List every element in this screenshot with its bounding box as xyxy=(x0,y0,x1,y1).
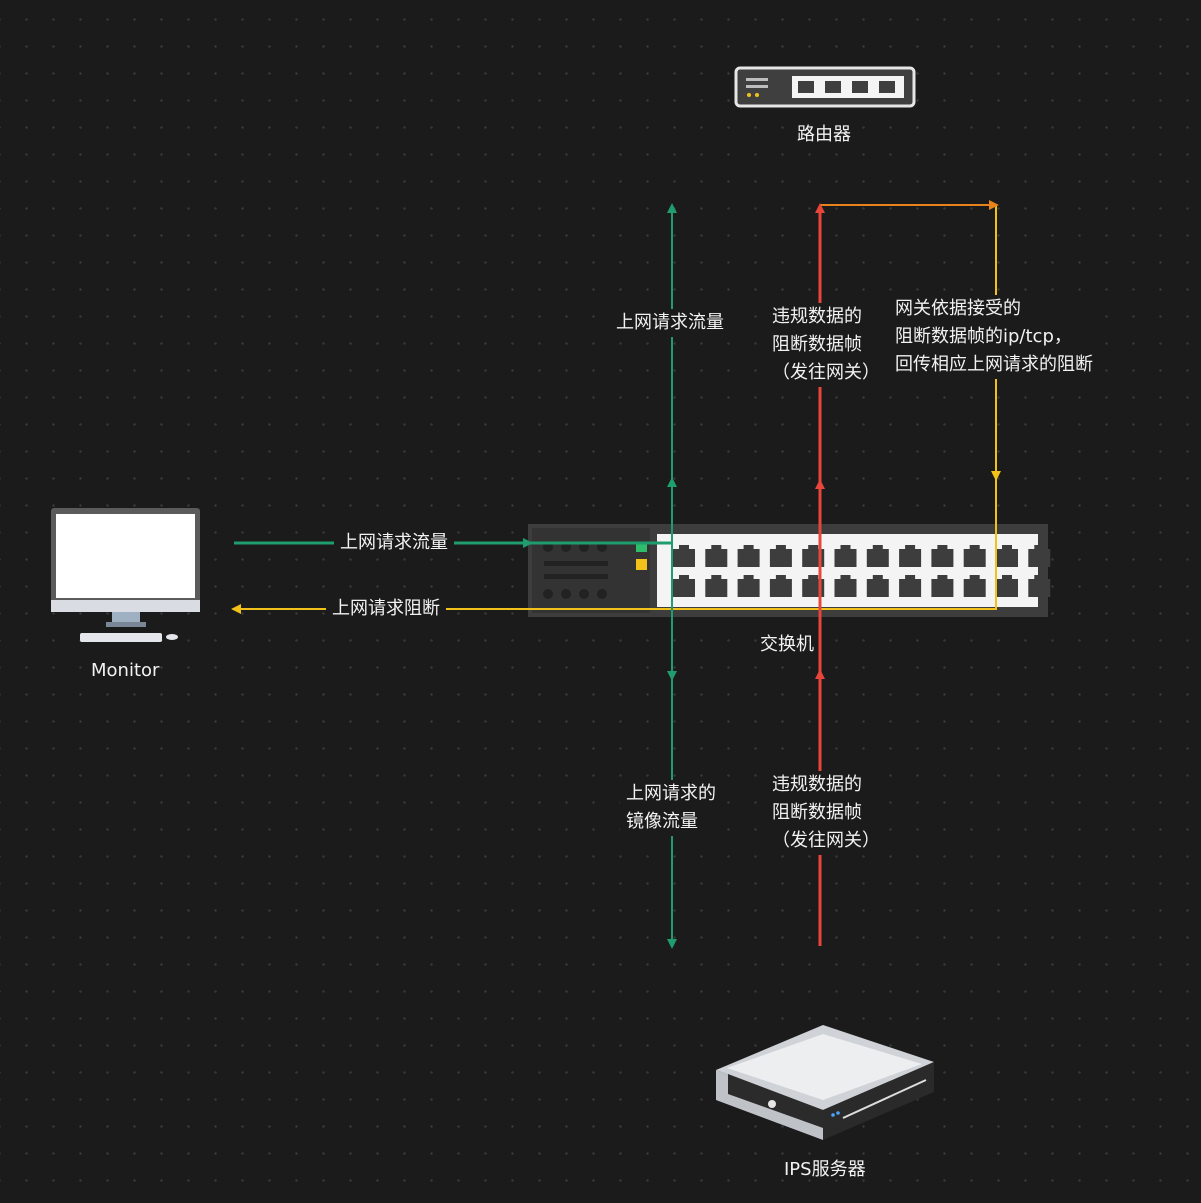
pc-block-label: 上网请求阻断 xyxy=(326,595,446,623)
violation-bottom-label: 违规数据的 阻断数据帧 （发往网关） xyxy=(766,771,886,855)
switch-label: 交换机 xyxy=(760,634,814,655)
switch-port xyxy=(1028,575,1051,597)
switch-port xyxy=(769,575,792,597)
mirror-label: 上网请求的 镜像流量 xyxy=(620,780,722,836)
switch-port xyxy=(737,575,760,597)
switch-port xyxy=(963,575,986,597)
ips-server-icon xyxy=(716,1025,934,1140)
switch-port xyxy=(673,545,695,567)
switch-icon xyxy=(528,524,1051,617)
switch-port xyxy=(834,575,857,597)
switch-port xyxy=(931,575,954,597)
switch-port xyxy=(996,545,1018,567)
switch-port xyxy=(673,575,695,597)
monitor-label: Monitor xyxy=(91,660,160,681)
switch-port xyxy=(769,545,792,567)
switch-port xyxy=(899,545,922,567)
switch-port xyxy=(1028,545,1051,567)
switch-port xyxy=(737,545,760,567)
switch-port xyxy=(705,545,728,567)
switch-port xyxy=(931,545,954,567)
ips-server-label: IPS服务器 xyxy=(784,1159,866,1180)
monitor-icon xyxy=(51,508,200,642)
switch-port xyxy=(963,545,986,567)
switch-port xyxy=(834,545,857,567)
pc-request-label: 上网请求流量 xyxy=(334,529,454,557)
router-label: 路由器 xyxy=(797,124,851,145)
switch-port xyxy=(705,575,728,597)
switch-port xyxy=(996,575,1018,597)
violation-top-label: 违规数据的 阻断数据帧 （发往网关） xyxy=(766,303,886,387)
gateway-reply-label: 网关依据接受的 阻断数据帧的ip/tcp， 回传相应上网请求的阻断 xyxy=(889,295,1099,379)
switch-port xyxy=(866,575,889,597)
router-icon xyxy=(734,66,916,108)
switch-port xyxy=(899,575,922,597)
uplink-request-label: 上网请求流量 xyxy=(610,309,730,337)
switch-port xyxy=(866,545,889,567)
